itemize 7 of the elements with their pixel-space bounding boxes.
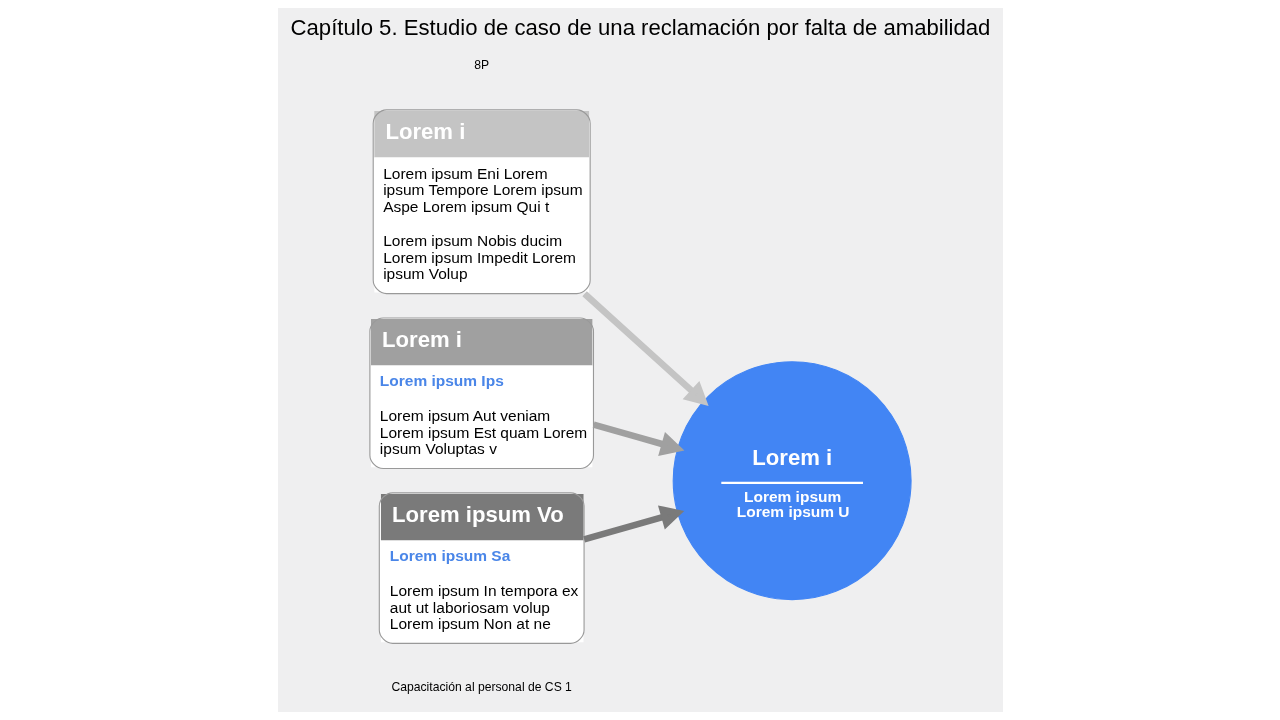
- label: 8P: [473, 57, 489, 72]
- arrow: [581, 291, 709, 407]
- node-circle: Lorem i Lorem ipsum Lorem ipsum U: [672, 361, 912, 601]
- label: Capacitación al personal de CS 1: [390, 679, 572, 694]
- arrow: [592, 421, 684, 456]
- arrow: [582, 505, 684, 543]
- diagram-title: Capítulo 5. Estudio de caso de una reclamación por falta de amabilidad: [290, 14, 990, 40]
